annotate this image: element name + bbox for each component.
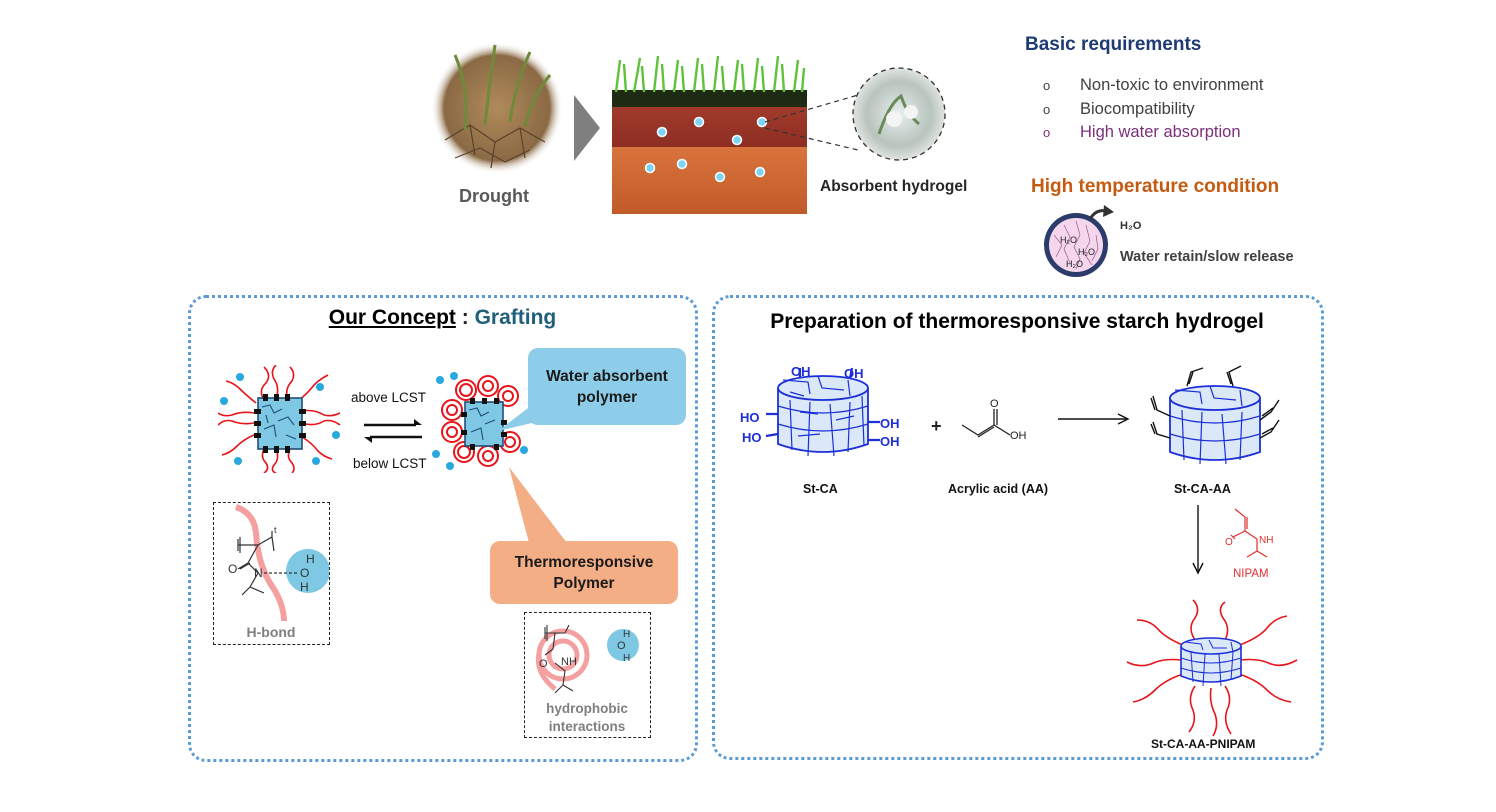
st-ca-aa-pnipam-structure [1126, 599, 1298, 737]
hydrophobic-label-line: interactions [548, 719, 626, 734]
requirements-title: Basic requirements [1025, 34, 1202, 55]
concept-title-grafting: Grafting [474, 306, 557, 329]
concept-panel [188, 295, 698, 762]
chem-label: N [254, 566, 263, 580]
thermo-callout-pointer [509, 467, 567, 543]
chem-label: OH [1010, 430, 1027, 442]
water-absorbent-callout: Water absorbent polymer [528, 348, 686, 425]
preparation-panel [712, 295, 1324, 760]
hydroxyl-label: HO [742, 430, 762, 445]
hydrophobic-structure: O NH O H H [535, 624, 639, 694]
final-product-label: St-CA-AA-PNIPAM [1151, 737, 1256, 751]
hydrophobic-box [524, 612, 651, 738]
hydrogel-zoom-image [852, 67, 946, 161]
requirements-list: o Non-toxic to environment o Biocompatib… [1043, 74, 1263, 145]
chem-label: O [228, 562, 237, 576]
hbond-box [213, 502, 330, 645]
hydroxyl-label: OH [844, 366, 864, 381]
inner-h2o-label: H₂O [1066, 259, 1083, 269]
hydrogel-zoom-lines [764, 94, 859, 151]
requirement-text: High water absorption [1080, 123, 1241, 141]
equilibrium-arrows-icon [364, 419, 422, 443]
drought-image [431, 42, 563, 174]
water-retain-hydrogel-icon: H₂O H₂O H₂O [1044, 205, 1114, 277]
chem-label: NH [561, 656, 577, 668]
nipam-label: NIPAM [1233, 568, 1269, 580]
chem-label: H [306, 552, 315, 566]
h2o-label: H₂O [1120, 220, 1142, 232]
acrylic-acid-structure: O OH [961, 398, 1027, 442]
collapsed-polymer-graphic [432, 372, 528, 470]
hbond-label: H-bond [246, 624, 296, 640]
hydroxyl-label: OH [791, 364, 811, 379]
absorbent-hydrogel-label: Absorbent hydrogel [820, 178, 968, 195]
extended-polymer-graphic [218, 365, 341, 473]
callout-line: Polymer [553, 574, 615, 592]
arrow-right-icon [574, 95, 600, 161]
chem-label: O [1225, 537, 1233, 548]
water-callout-pointer [498, 405, 532, 431]
bullet-icon: o [1043, 78, 1051, 93]
hbond-structure: t O N O H H [228, 504, 329, 622]
concept-title: Our Concept : Grafting [190, 306, 695, 330]
chem-label: H [623, 653, 630, 664]
preparation-title: Preparation of thermoresponsive starch h… [770, 310, 1264, 333]
chem-label: t [274, 525, 277, 535]
callout-line: Water absorbent [546, 367, 668, 385]
concept-title-sep: : [455, 306, 475, 329]
chem-label: O [300, 566, 309, 580]
drought-label: Drought [459, 186, 529, 206]
soil-cross-section [612, 55, 807, 214]
hydroxyl-label: OH [880, 416, 900, 431]
chem-label: O [617, 640, 626, 652]
list-item: o Non-toxic to environment [1043, 74, 1263, 98]
st-ca-aa-cylinder [1150, 365, 1280, 465]
temperature-title: High temperature condition [1031, 176, 1280, 197]
inner-h2o-label: H₂O [1060, 235, 1077, 245]
st-ca-aa-label: St-CA-AA [1174, 482, 1231, 496]
bullet-icon: o [1043, 101, 1051, 117]
callout-line: Thermoresponsive [514, 553, 654, 571]
callout-line: polymer [576, 388, 638, 406]
hydroxyl-label: HO [740, 410, 760, 425]
hydrophobic-label: hydrophobic interactions [524, 700, 650, 736]
requirement-text: Biocompatibility [1080, 99, 1195, 118]
list-item: o High water absorption [1043, 121, 1263, 145]
water-retain-label: Water retain/slow release [1120, 249, 1294, 265]
hydrophobic-label-line: hydrophobic [546, 701, 628, 716]
st-ca-cylinder: OH OH HO HO OH OH [740, 364, 900, 457]
above-lcst-label: above LCST [351, 390, 427, 405]
st-ca-label: St-CA [803, 482, 838, 496]
hydroxyl-label: OH [880, 434, 900, 449]
chem-label: H [300, 580, 309, 594]
acrylic-acid-label: Acrylic acid (AA) [948, 482, 1049, 496]
bullet-icon: o [1043, 125, 1051, 140]
reaction-arrow-down [1192, 505, 1204, 575]
concept-title-main: Our Concept [328, 306, 456, 329]
chem-label: O [539, 658, 548, 670]
chem-label: NH [1259, 535, 1273, 546]
nipam-structure: O NH [1225, 508, 1273, 558]
below-lcst-label: below LCST [353, 456, 427, 471]
reaction-arrow-right [1058, 413, 1130, 425]
plus-sign: + [931, 416, 942, 436]
requirement-text: Non-toxic to environment [1080, 76, 1264, 94]
chem-label: O [990, 398, 999, 410]
chem-label: H [623, 629, 630, 640]
inner-h2o-label: H₂O [1078, 247, 1095, 257]
list-item: o Biocompatibility [1043, 98, 1263, 122]
